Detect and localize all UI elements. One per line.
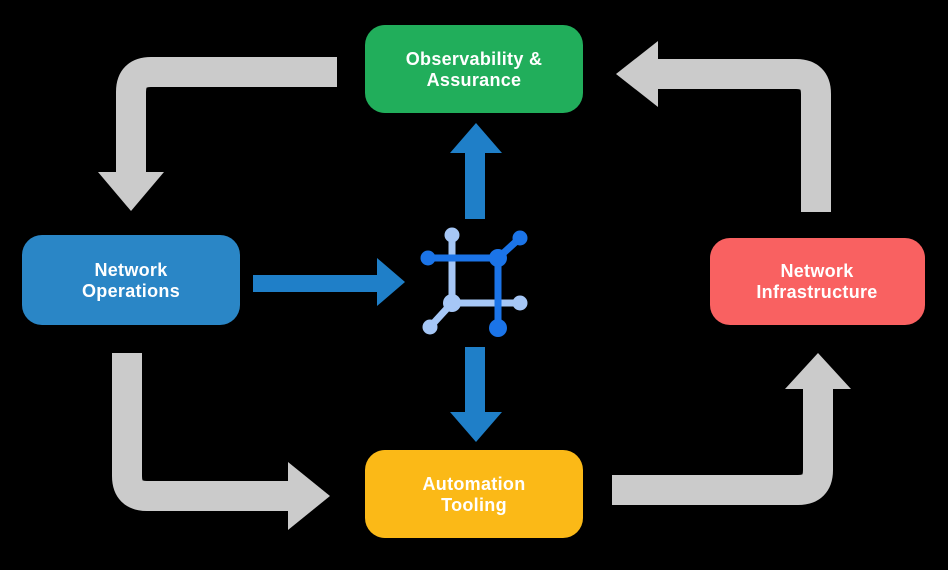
- arrow-shaft: [112, 353, 288, 511]
- icon-node: [512, 295, 528, 311]
- arrow-shaft: [465, 347, 485, 413]
- blue-arrow-operations-to-center: [253, 258, 405, 306]
- node-box: [22, 235, 240, 325]
- node-label-line: Operations: [82, 281, 180, 301]
- icon-node: [444, 227, 460, 243]
- node-observability-assurance: Observability & Assurance: [365, 25, 583, 113]
- node-label-line: Automation: [423, 474, 526, 494]
- node-label-line: Network: [780, 261, 854, 281]
- flow-arrow-infrastructure-to-observability: [616, 41, 831, 212]
- arrow-shaft: [658, 59, 831, 212]
- node-network-infrastructure: Network Infrastructure: [710, 238, 925, 325]
- arrow-head-left-icon: [616, 41, 658, 107]
- arrow-shaft: [253, 275, 377, 292]
- icon-node: [420, 250, 436, 266]
- node-automation-tooling: Automation Tooling: [365, 450, 583, 538]
- flow-arrow-observability-to-operations: [98, 57, 337, 211]
- icon-light-circuit: [422, 227, 528, 335]
- arrow-head-down-icon: [98, 172, 164, 211]
- icon-dark-circuit: [420, 230, 528, 337]
- node-label-line: Network: [94, 260, 168, 280]
- node-label-line: Tooling: [441, 495, 507, 515]
- arrow-head-right-icon: [288, 462, 330, 530]
- arrow-head-down-icon: [450, 412, 502, 442]
- node-label-line: Infrastructure: [756, 282, 877, 302]
- arrow-head-up-icon: [785, 353, 851, 389]
- node-box: [365, 25, 583, 113]
- flow-arrow-operations-to-automation: [112, 353, 330, 530]
- node-box: [365, 450, 583, 538]
- arrow-shaft: [612, 389, 833, 505]
- arrow-head-up-icon: [450, 123, 502, 153]
- node-label-line: Assurance: [427, 70, 522, 90]
- network-automation-icon: [420, 227, 528, 337]
- arrow-head-right-icon: [377, 258, 405, 306]
- flow-arrow-automation-to-infrastructure: [612, 353, 851, 505]
- icon-node: [489, 249, 507, 267]
- icon-node: [422, 319, 438, 335]
- node-network-operations: Network Operations: [22, 235, 240, 325]
- node-box: [710, 238, 925, 325]
- blue-arrow-center-to-observability: [450, 123, 502, 219]
- blue-arrow-center-to-automation: [450, 347, 502, 442]
- arrow-shaft: [465, 151, 485, 219]
- node-label-line: Observability &: [406, 49, 543, 69]
- icon-node: [489, 319, 507, 337]
- icon-node: [443, 294, 461, 312]
- arrow-shaft: [116, 57, 337, 172]
- icon-node: [512, 230, 528, 246]
